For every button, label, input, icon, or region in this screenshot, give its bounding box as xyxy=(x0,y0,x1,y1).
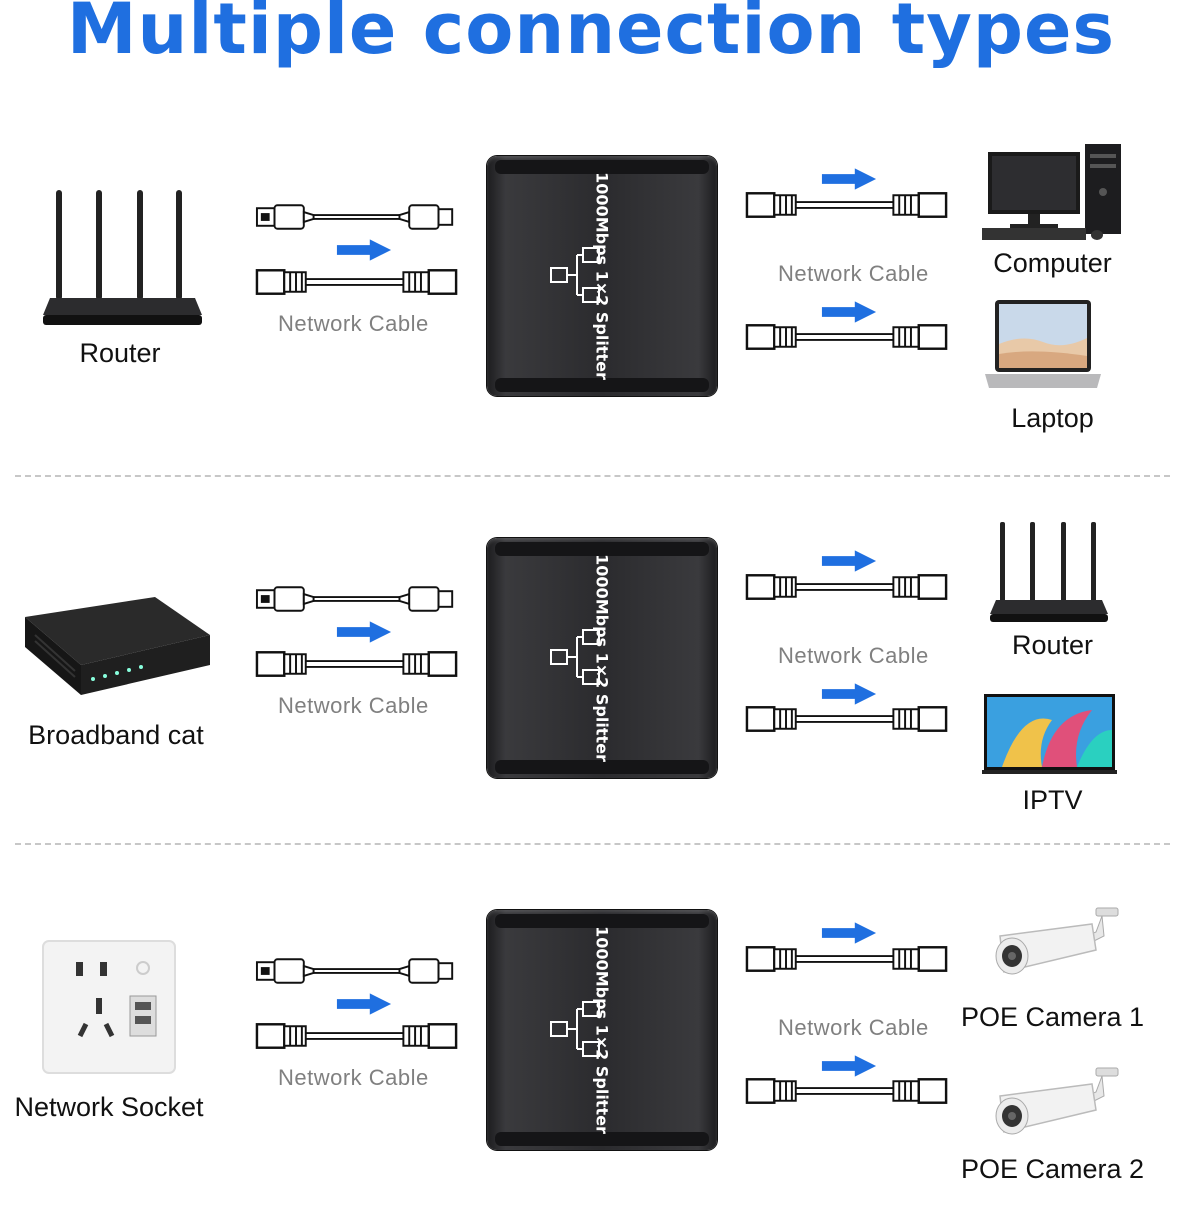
output-label-1: Router xyxy=(1011,630,1094,660)
source-label: Router xyxy=(79,338,161,368)
computer-icon xyxy=(982,144,1121,240)
network-cable-icon xyxy=(745,190,950,220)
arrow-icon xyxy=(335,992,393,1016)
cable-label: Network Cable xyxy=(778,643,929,668)
page-title: Multiple connection types xyxy=(66,0,1116,70)
cable-label: Network Cable xyxy=(778,261,929,286)
arrow-icon xyxy=(820,1054,878,1078)
divider-2 xyxy=(15,843,1170,845)
laptop-icon xyxy=(985,300,1101,388)
source-label: Broadband cat xyxy=(28,720,204,750)
cable-label: Network Cable xyxy=(778,1015,929,1040)
splitter-edge xyxy=(495,542,709,556)
output-label-2: Laptop xyxy=(1011,403,1094,433)
row-socket: Network Socket Network Cable 1000Mbps 1×… xyxy=(0,870,1182,1230)
arrow-icon xyxy=(820,682,878,706)
camera-icon xyxy=(995,1067,1119,1135)
arrow-icon xyxy=(820,167,878,191)
usb-cable-icon xyxy=(255,956,460,986)
splitter: 1000Mbps 1×2 Splitter xyxy=(487,538,717,778)
network-cable-icon xyxy=(745,1076,950,1106)
splitter-edge xyxy=(495,760,709,774)
network-cable-icon xyxy=(745,572,950,602)
output-label-2: POE Camera 2 xyxy=(960,1154,1145,1184)
arrow-icon xyxy=(820,921,878,945)
cable-label: Network Cable xyxy=(278,1065,429,1090)
arrow-icon xyxy=(820,300,878,324)
network-cable-icon xyxy=(255,1021,460,1051)
source-label: Network Socket xyxy=(14,1092,204,1122)
arrow-icon xyxy=(335,620,393,644)
splitter-label: 1000Mbps 1×2 Splitter xyxy=(592,172,612,380)
splitter-label: 1000Mbps 1×2 Splitter xyxy=(592,926,612,1134)
network-cable-icon xyxy=(255,267,460,297)
output-label-1: Computer xyxy=(993,248,1112,278)
usb-cable-icon xyxy=(255,584,460,614)
divider-1 xyxy=(15,475,1170,477)
router-icon xyxy=(990,522,1108,622)
splitter-edge xyxy=(495,378,709,392)
cable-label: Network Cable xyxy=(278,311,429,336)
splitter-edge xyxy=(495,160,709,174)
wall-socket-icon xyxy=(42,940,176,1074)
network-cable-icon xyxy=(745,322,950,352)
network-cable-icon xyxy=(745,704,950,734)
modem-icon xyxy=(25,597,210,695)
splitter-edge xyxy=(495,914,709,928)
router-icon xyxy=(43,190,202,325)
splitter-edge xyxy=(495,1132,709,1146)
arrow-icon xyxy=(820,549,878,573)
output-label-1: POE Camera 1 xyxy=(960,1002,1145,1032)
usb-cable-icon xyxy=(255,202,460,232)
camera-icon xyxy=(995,907,1119,975)
splitter: 1000Mbps 1×2 Splitter xyxy=(487,156,717,396)
splitter: 1000Mbps 1×2 Splitter xyxy=(487,910,717,1150)
output-label-2: IPTV xyxy=(1022,785,1083,815)
tv-icon xyxy=(982,694,1117,774)
arrow-icon xyxy=(335,238,393,262)
splitter-label: 1000Mbps 1×2 Splitter xyxy=(592,554,612,762)
row-broadband: Broadband cat Network Cable 1000Mbps 1×2… xyxy=(0,500,1182,860)
row-router: Router Network Cable 1000Mbps 1×2 Splitt… xyxy=(0,120,1182,480)
network-cable-icon xyxy=(255,649,460,679)
cable-label: Network Cable xyxy=(278,693,429,718)
network-cable-icon xyxy=(745,944,950,974)
